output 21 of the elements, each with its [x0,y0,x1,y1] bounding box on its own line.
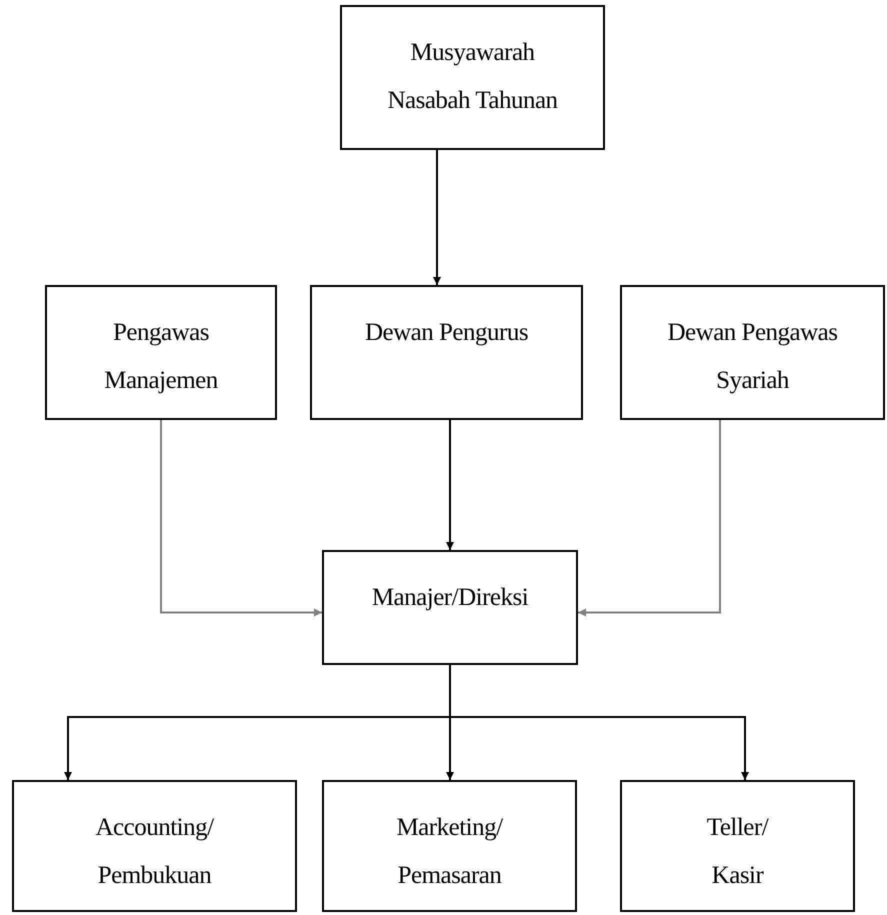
org-box [620,780,855,912]
org-box [45,285,277,420]
box-label: Pengawas Manajemen [103,318,219,396]
arrow [160,420,322,616]
org-box [340,5,605,150]
arrow [446,420,454,550]
arrow [433,150,441,285]
org-box [322,780,577,912]
box-label: Manajer/Direksi [372,583,528,613]
box-label: Dewan Pengurus [364,318,528,348]
org-box [310,285,583,420]
box-label: Marketing/ Pemasaran [395,813,504,891]
org-box [620,285,885,420]
box-label: Dewan Pengawas Syariah [666,318,839,396]
box-label: Musyawarah Nasabah Tahunan [386,38,559,116]
org-box [12,780,297,912]
box-label: Accounting/ Pembukuan [94,813,215,891]
org-box [322,550,578,665]
box-label: Teller/ Kasir [706,813,770,891]
arrow [578,420,721,616]
arrow [449,665,749,780]
